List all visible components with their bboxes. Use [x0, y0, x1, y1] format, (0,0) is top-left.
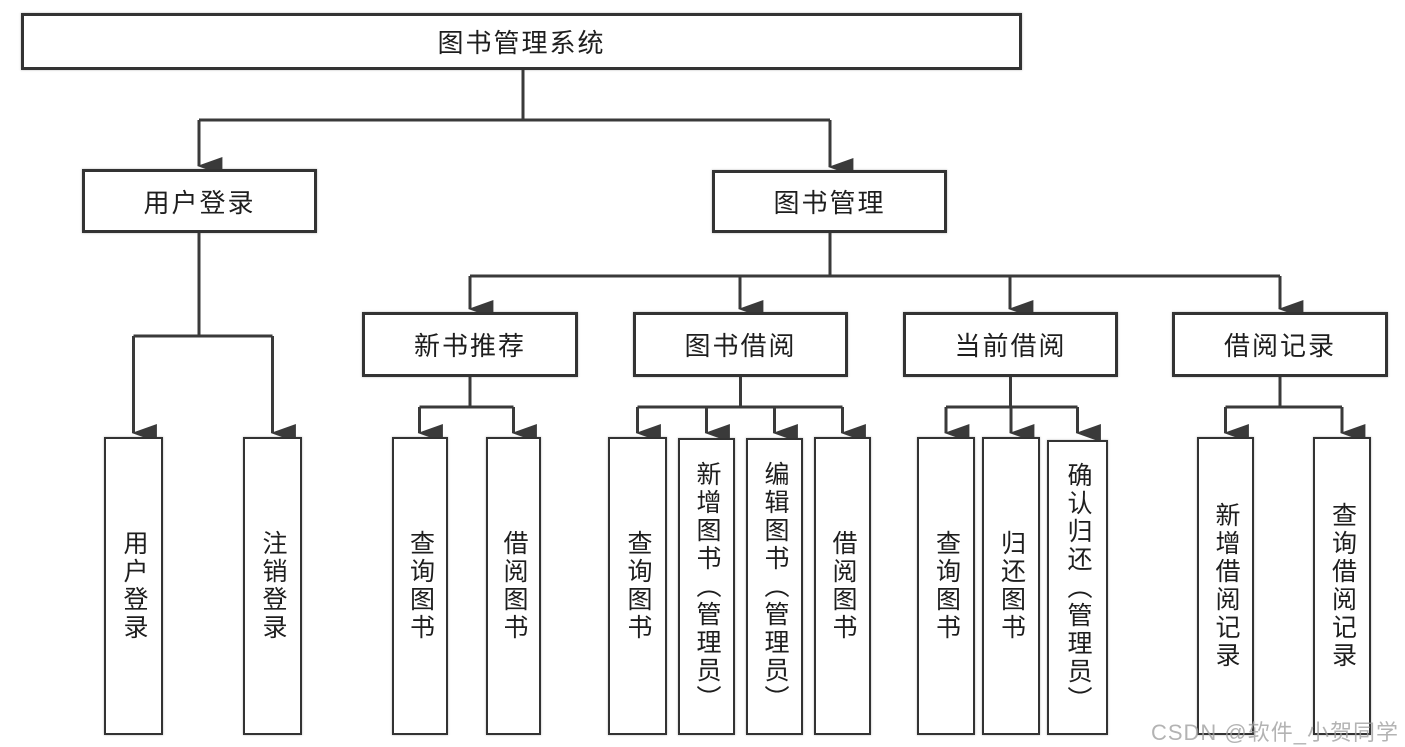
- leaf-current-query-books-label: 查询图书: [932, 530, 961, 642]
- node-borrow-records: 借阅记录: [1172, 312, 1388, 377]
- leaf-borrow-borrow-books: 借阅图书: [814, 437, 871, 735]
- leaf-record-query: 查询借阅记录: [1313, 437, 1371, 735]
- leaf-borrow-edit-books-label: 编辑图书（管理员）: [761, 460, 789, 713]
- leaf-borrow-query-books: 查询图书: [608, 437, 667, 735]
- leaf-logout-label: 注销登录: [259, 530, 287, 642]
- node-book-borrow: 图书借阅: [633, 312, 848, 377]
- leaf-record-query-label: 查询借阅记录: [1328, 502, 1357, 670]
- leaf-rec-query-books-label: 查询图书: [406, 530, 435, 642]
- leaf-rec-query-books: 查询图书: [392, 437, 448, 735]
- leaf-record-add-label: 新增借阅记录: [1212, 502, 1240, 670]
- node-root-label: 图书管理系统: [437, 28, 606, 58]
- leaf-borrow-borrow-books-label: 借阅图书: [829, 530, 857, 642]
- node-book-mgmt: 图书管理: [712, 170, 947, 233]
- leaf-record-add: 新增借阅记录: [1197, 437, 1254, 735]
- node-new-book-rec: 新书推荐: [362, 312, 578, 377]
- leaf-current-confirm-return-label: 确认归还（管理员）: [1064, 461, 1092, 714]
- node-book-mgmt-label: 图书管理: [773, 188, 886, 218]
- node-user-login: 用户登录: [82, 169, 317, 233]
- leaf-user-login: 用户登录: [104, 437, 163, 735]
- connector-segments: [133, 68, 1342, 409]
- node-root: 图书管理系统: [21, 13, 1022, 70]
- node-user-login-label: 用户登录: [143, 187, 256, 218]
- leaf-current-return-books-label: 归还图书: [997, 530, 1026, 642]
- leaf-current-return-books: 归还图书: [982, 437, 1040, 735]
- leaf-borrow-add-books-label: 新增图书（管理员）: [693, 460, 721, 713]
- node-book-borrow-label: 图书借阅: [684, 331, 797, 361]
- leaf-rec-borrow-books-label: 借阅图书: [500, 530, 528, 642]
- leaf-borrow-edit-books: 编辑图书（管理员）: [746, 438, 803, 735]
- node-current-borrow: 当前借阅: [903, 312, 1118, 377]
- node-borrow-records-label: 借阅记录: [1223, 331, 1336, 361]
- leaf-logout: 注销登录: [243, 437, 302, 735]
- leaf-user-login-label: 用户登录: [120, 530, 148, 642]
- leaf-rec-borrow-books: 借阅图书: [486, 437, 541, 735]
- node-current-borrow-label: 当前借阅: [954, 331, 1067, 361]
- leaf-borrow-add-books: 新增图书（管理员）: [678, 438, 735, 735]
- leaf-borrow-query-books-label: 查询图书: [624, 530, 652, 642]
- node-new-book-rec-label: 新书推荐: [413, 331, 526, 361]
- leaf-current-query-books: 查询图书: [917, 437, 975, 735]
- leaf-current-confirm-return: 确认归还（管理员）: [1047, 440, 1108, 735]
- csdn-watermark: CSDN @软件_小贺同学: [1150, 720, 1399, 745]
